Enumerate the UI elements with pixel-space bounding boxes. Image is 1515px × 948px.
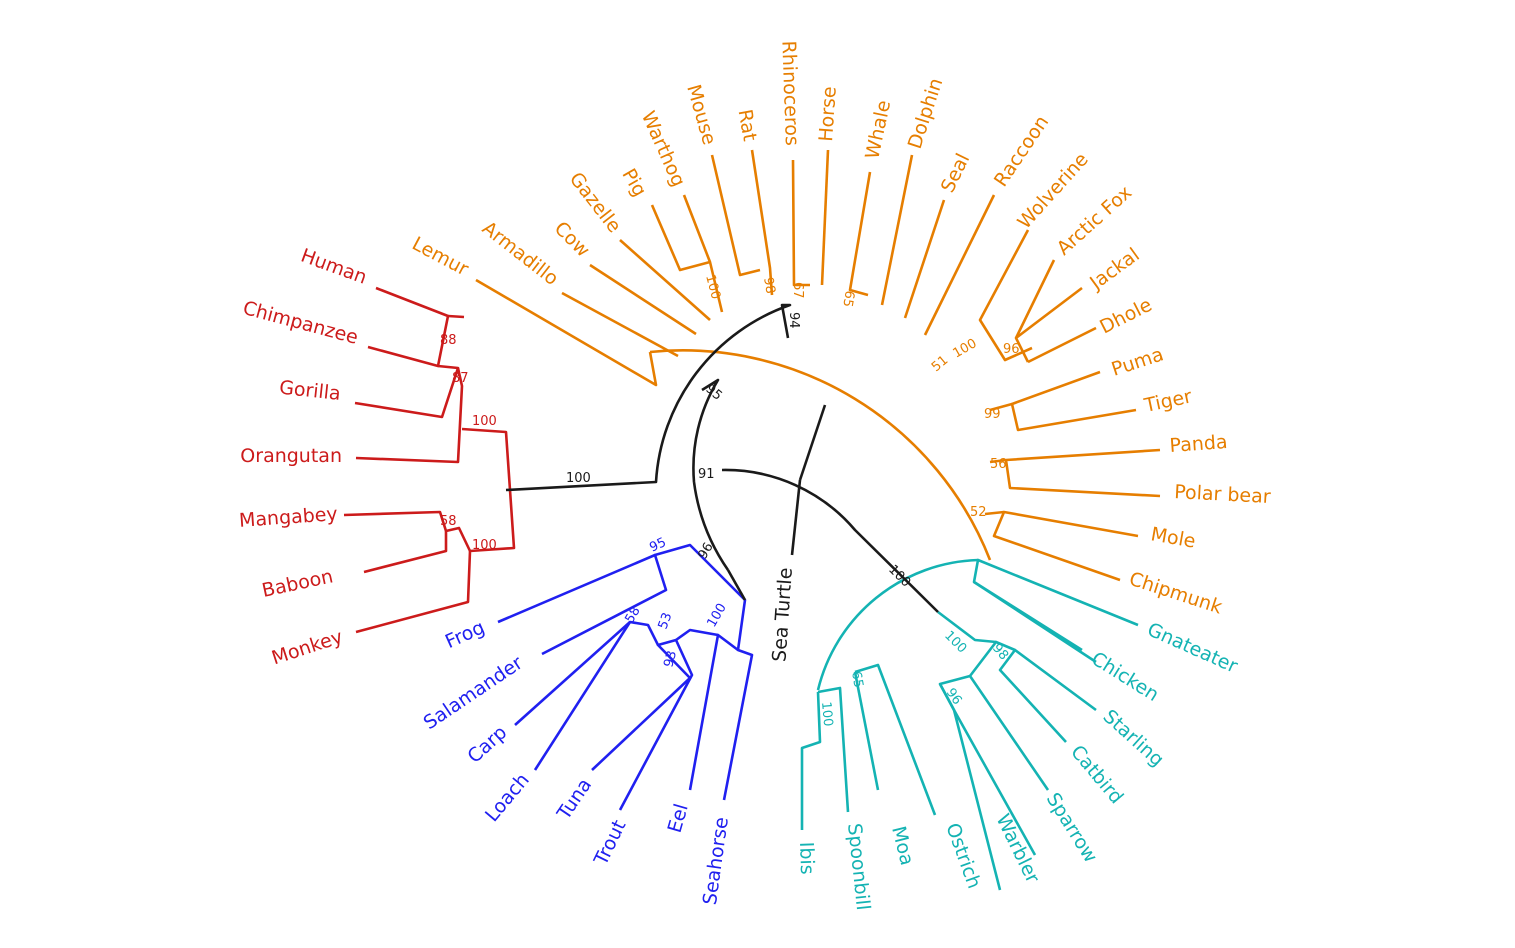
support-label: 67: [790, 282, 805, 299]
leaf-label-puma: Puma: [1109, 343, 1167, 380]
support-label: 65: [848, 670, 866, 689]
leaf-label-eel: Eel: [664, 801, 693, 835]
support-label: 51: [929, 353, 951, 375]
leaf-label-orangutan: Orangutan: [240, 445, 342, 467]
support-label: 65: [839, 289, 857, 308]
support-label: 100: [566, 471, 591, 486]
backbone-branches: [505, 303, 939, 613]
leaf-label-human: Human: [298, 245, 370, 289]
leaf-label-frog: Frog: [442, 616, 488, 653]
support-label: 100: [951, 336, 980, 361]
support-label: 95: [647, 535, 668, 556]
support-label: 56: [990, 457, 1007, 472]
support-label: 88: [440, 333, 457, 348]
support-label: 99: [984, 407, 1001, 422]
leaf-label-chipmunk: Chipmunk: [1126, 568, 1224, 619]
leaf-label-raccoon: Raccoon: [990, 112, 1053, 191]
leaf-label-tuna: Tuna: [552, 774, 596, 824]
leaf-label-catbird: Catbird: [1066, 741, 1127, 808]
leaf-label-gorilla: Gorilla: [278, 377, 342, 405]
leaf-label-armadillo: Armadillo: [478, 217, 563, 290]
leaf-label-pig: Pig: [617, 165, 650, 201]
leaf-label-seal: Seal: [937, 150, 975, 196]
support-label: 96: [943, 686, 965, 708]
leaf-label-trout: Trout: [590, 817, 631, 870]
support-values: 88 87 100 58 100 100 100 98 67 65 94 96 …: [440, 273, 1020, 727]
support-label: 100: [704, 601, 729, 630]
support-label: 93: [661, 649, 680, 669]
leaf-label-gnateater: Gnateater: [1144, 618, 1241, 677]
leaf-label-mole: Mole: [1149, 523, 1197, 552]
leaf-label-cow: Cow: [550, 217, 594, 261]
support-label: 95: [702, 382, 724, 404]
leaf-label-polar-bear: Polar bear: [1174, 481, 1272, 508]
leaf-label-lemur: Lemur: [408, 233, 472, 281]
support-label: 58: [440, 514, 457, 529]
leaf-label-chimpanzee: Chimpanzee: [241, 297, 361, 349]
leaf-label-warbler: Warbler: [992, 811, 1044, 887]
leaf-label-salamander: Salamander: [420, 652, 527, 734]
leaf-label-panda: Panda: [1169, 431, 1228, 457]
leaf-label-seahorse: Seahorse: [699, 816, 733, 907]
support-label: 53: [656, 611, 676, 632]
leaf-label-tiger: Tiger: [1141, 385, 1194, 417]
support-label: 100: [818, 701, 835, 727]
support-label: 100: [885, 562, 913, 590]
primate-branches: [343, 286, 516, 634]
leaf-label-horse: Horse: [815, 86, 841, 143]
leaf-label-monkey: Monkey: [269, 626, 346, 670]
leaf-label-sea-turtle: Sea Turtle: [768, 567, 797, 663]
mammal-branches: [475, 149, 1161, 582]
fish-branches: [497, 543, 754, 811]
support-label: 87: [452, 371, 469, 386]
leaf-label-ibis: Ibis: [795, 841, 818, 875]
support-label: 94: [786, 312, 801, 329]
leaf-label-sparrow: Sparrow: [1042, 789, 1102, 867]
support-label: 98: [760, 276, 778, 295]
leaf-label-moa: Moa: [887, 824, 918, 868]
leaf-label-chicken: Chicken: [1087, 648, 1162, 706]
leaf-label-mangabey: Mangabey: [238, 503, 338, 532]
leaf-label-ostrich: Ostrich: [941, 820, 985, 891]
branch-lines: [343, 149, 1161, 891]
support-label: 100: [472, 538, 497, 553]
support-label: 96: [695, 540, 716, 562]
support-label: 91: [698, 467, 715, 482]
leaf-label-carp: Carp: [463, 721, 511, 767]
support-label: 52: [970, 505, 987, 520]
support-label: 58: [622, 604, 643, 626]
leaf-label-mouse: Mouse: [682, 82, 720, 147]
leaf-label-rat: Rat: [734, 108, 761, 143]
leaf-label-spoonbill: Spoonbill: [843, 822, 874, 911]
bird-branches: [800, 558, 1139, 891]
support-label: 100: [472, 414, 497, 429]
leaf-label-baboon: Baboon: [260, 565, 335, 601]
leaf-label-dolphin: Dolphin: [904, 75, 947, 151]
leaf-label-whale: Whale: [861, 98, 895, 161]
leaf-label-rhinoceros: Rhinoceros: [777, 40, 803, 146]
leaf-label-dhole: Dhole: [1096, 294, 1155, 339]
leaf-label-loach: Loach: [481, 769, 534, 826]
leaf-label-starling: Starling: [1099, 705, 1168, 771]
leaf-label-jackal: Jackal: [1085, 244, 1143, 295]
support-label: 96: [1003, 342, 1020, 357]
support-label: 100: [702, 273, 723, 301]
